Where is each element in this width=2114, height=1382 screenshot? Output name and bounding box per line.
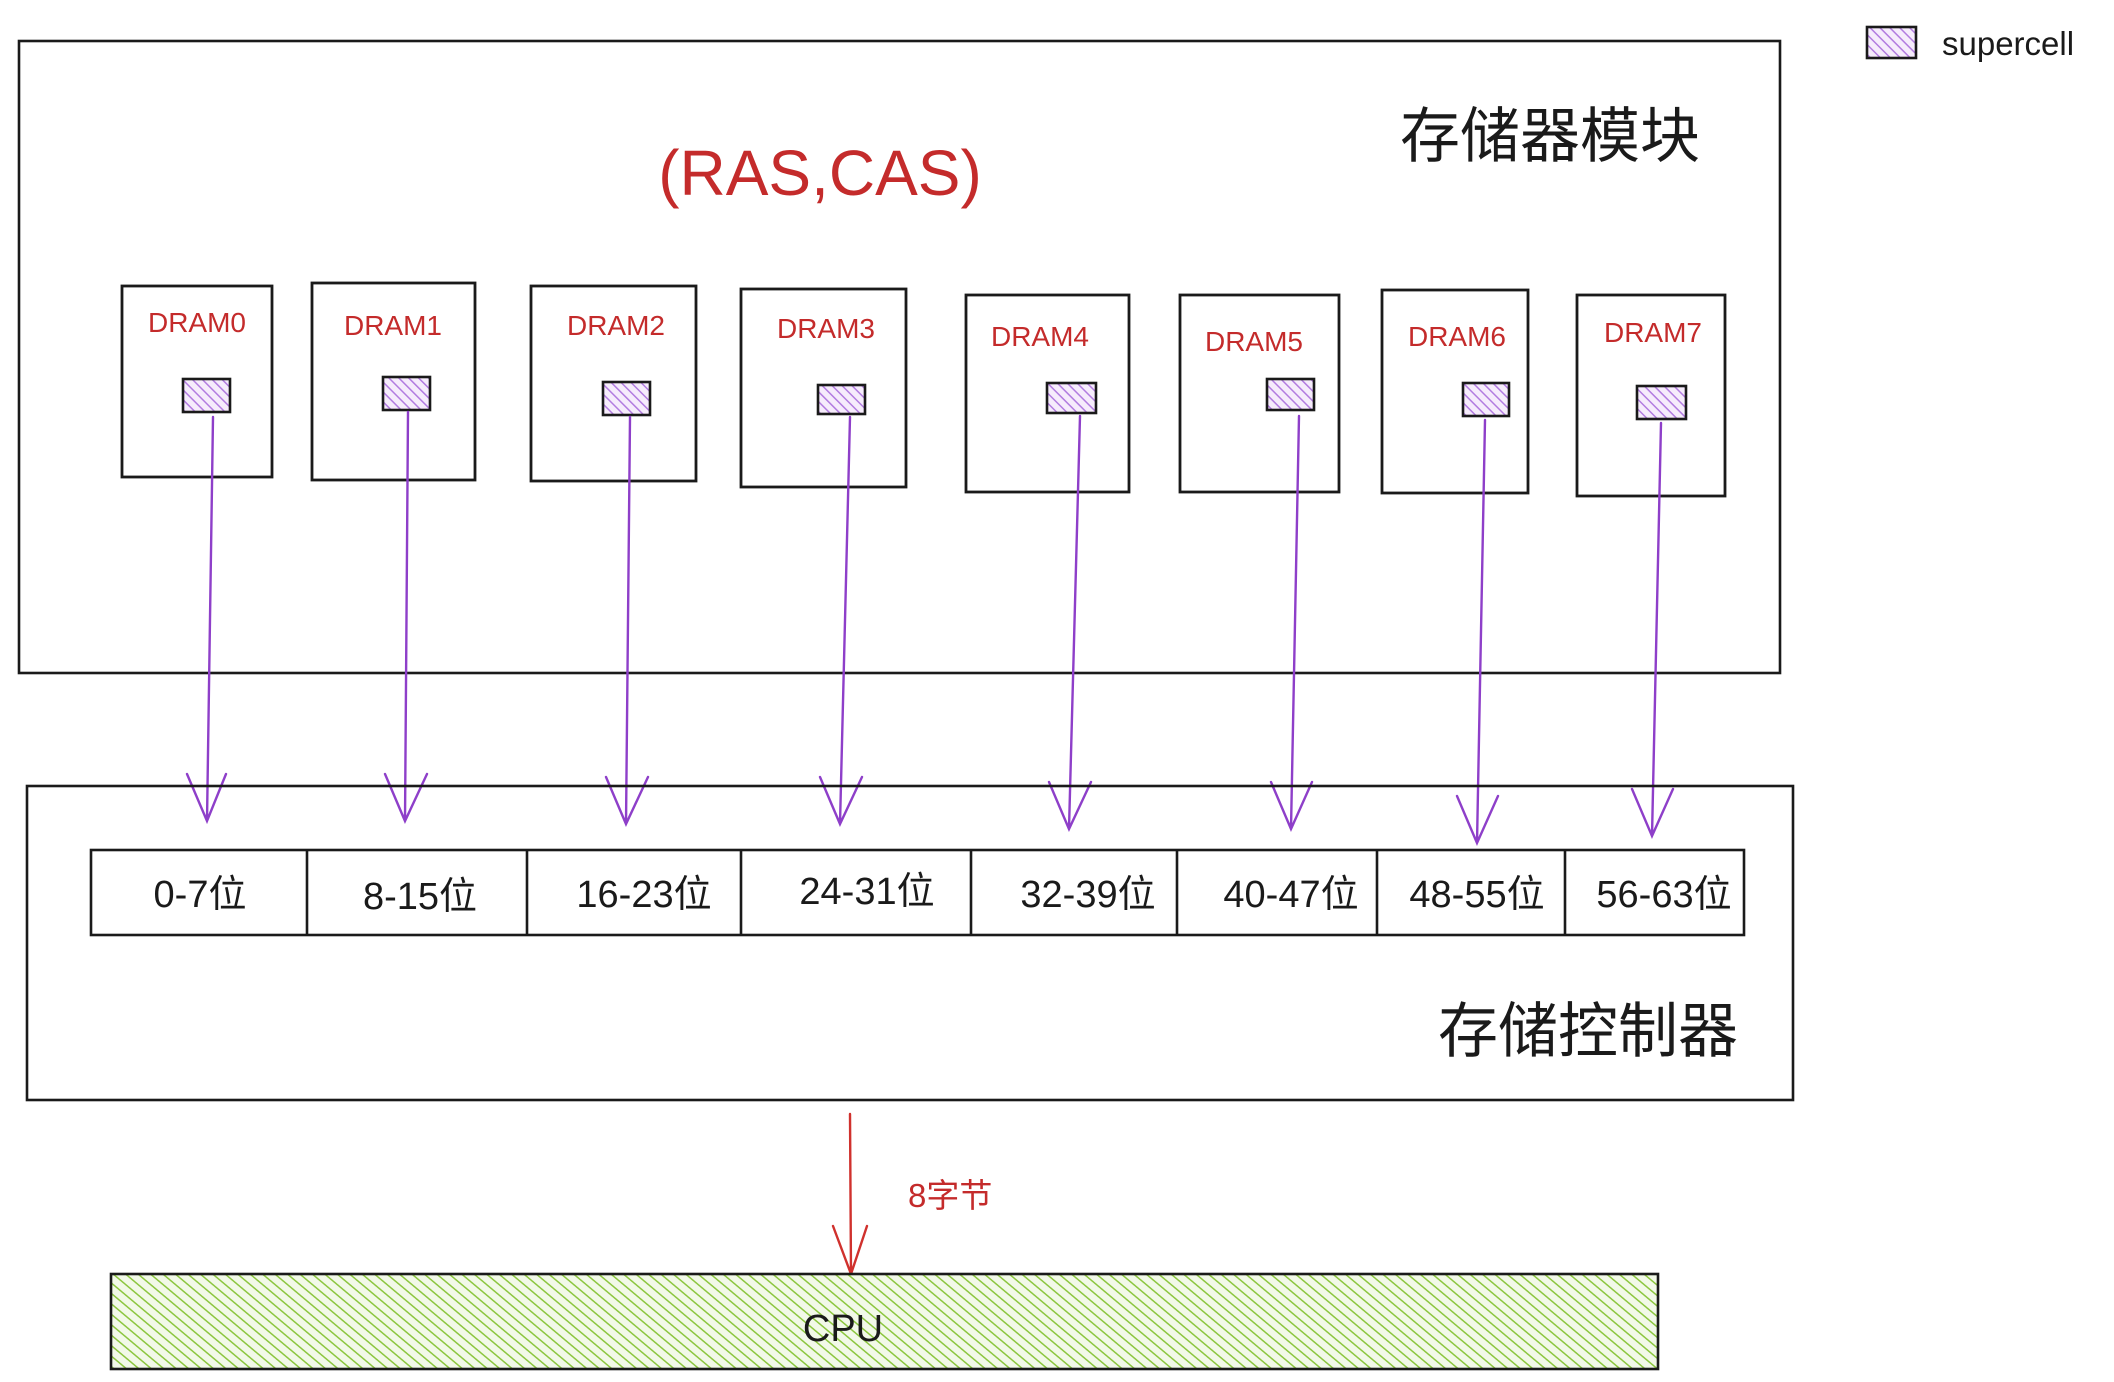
bit-segment-label: 32-39位 [1020, 874, 1155, 916]
dram-to-controller-arrows [185, 410, 1675, 847]
bit-segment-label: 0-7位 [154, 874, 247, 916]
legend-label: supercell [1942, 25, 2074, 62]
arrow-dram2 [604, 415, 650, 827]
bit-segment-label: 8-15位 [363, 876, 477, 918]
dram-label: DRAM1 [344, 310, 442, 341]
dram-chip: DRAM5 [1178, 293, 1341, 494]
legend: supercell [1865, 25, 2074, 62]
dram-label: DRAM0 [148, 307, 246, 338]
arrow-dram4 [1047, 414, 1093, 832]
supercell [1461, 381, 1511, 418]
arrow-dram6 [1455, 418, 1500, 847]
arrow-dram5 [1269, 414, 1314, 833]
dram-label: DRAM7 [1604, 317, 1702, 348]
supercell [381, 375, 432, 412]
arrow-dram7 [1630, 421, 1675, 840]
memory-module-box [17, 39, 1782, 675]
cpu-label: CPU [803, 1308, 883, 1350]
dram-chip: DRAM3 [739, 287, 908, 489]
arrow-dram0 [185, 415, 228, 825]
dram-chip: DRAM4 [964, 293, 1131, 494]
address-label: (RAS,CAS) [658, 137, 982, 209]
dram-box [120, 284, 274, 479]
arrow-dram3 [818, 415, 864, 827]
bit-segment-label: 16-23位 [576, 874, 711, 916]
arrow-dram1 [383, 410, 429, 824]
supercell [601, 380, 652, 417]
bit-register-box [89, 848, 1746, 937]
supercell [816, 383, 867, 416]
bus-transfer: 8字节 [831, 1112, 992, 1278]
memory-controller-box [25, 784, 1795, 1102]
dram-chip: DRAM7 [1575, 293, 1727, 498]
cpu: CPU [109, 1272, 1660, 1371]
dram-label: DRAM6 [1408, 321, 1506, 352]
bit-segment-label: 56-63位 [1596, 874, 1731, 916]
dram-chip: DRAM0 [120, 284, 274, 479]
memory-controller-title: 存储控制器 [1438, 998, 1738, 1065]
dram-label: DRAM2 [567, 310, 665, 341]
supercell [1265, 377, 1316, 412]
dram-label: DRAM4 [991, 321, 1089, 352]
bus-arrow [831, 1112, 869, 1278]
dram-chip: DRAM6 [1380, 288, 1530, 495]
supercell-legend-swatch [1865, 25, 1918, 60]
supercell [181, 377, 232, 414]
memory-module-title: 存储器模块 [1400, 103, 1700, 170]
supercell [1045, 381, 1098, 415]
bit-segment-label: 24-31位 [799, 871, 934, 913]
bit-segment-label: 40-47位 [1223, 874, 1358, 916]
dram-chip: DRAM1 [310, 281, 477, 482]
cpu-bar [109, 1272, 1660, 1371]
supercell [1635, 384, 1688, 421]
dram-chip: DRAM2 [529, 284, 698, 483]
dram-label: DRAM3 [777, 313, 875, 344]
memory-controller: 0-7位 8-15位 16-23位 24-31位 32-39位 40-47位 4… [25, 784, 1795, 1102]
bit-segment-label: 48-55位 [1409, 874, 1544, 916]
dram-label: DRAM5 [1205, 326, 1303, 357]
bus-transfer-label: 8字节 [908, 1177, 992, 1214]
bit-register: 0-7位 8-15位 16-23位 24-31位 32-39位 40-47位 4… [89, 848, 1746, 937]
memory-module: 存储器模块 (RAS,CAS) DRAM0 DRAM1 DRAM2 DRAM3 … [17, 39, 1782, 675]
